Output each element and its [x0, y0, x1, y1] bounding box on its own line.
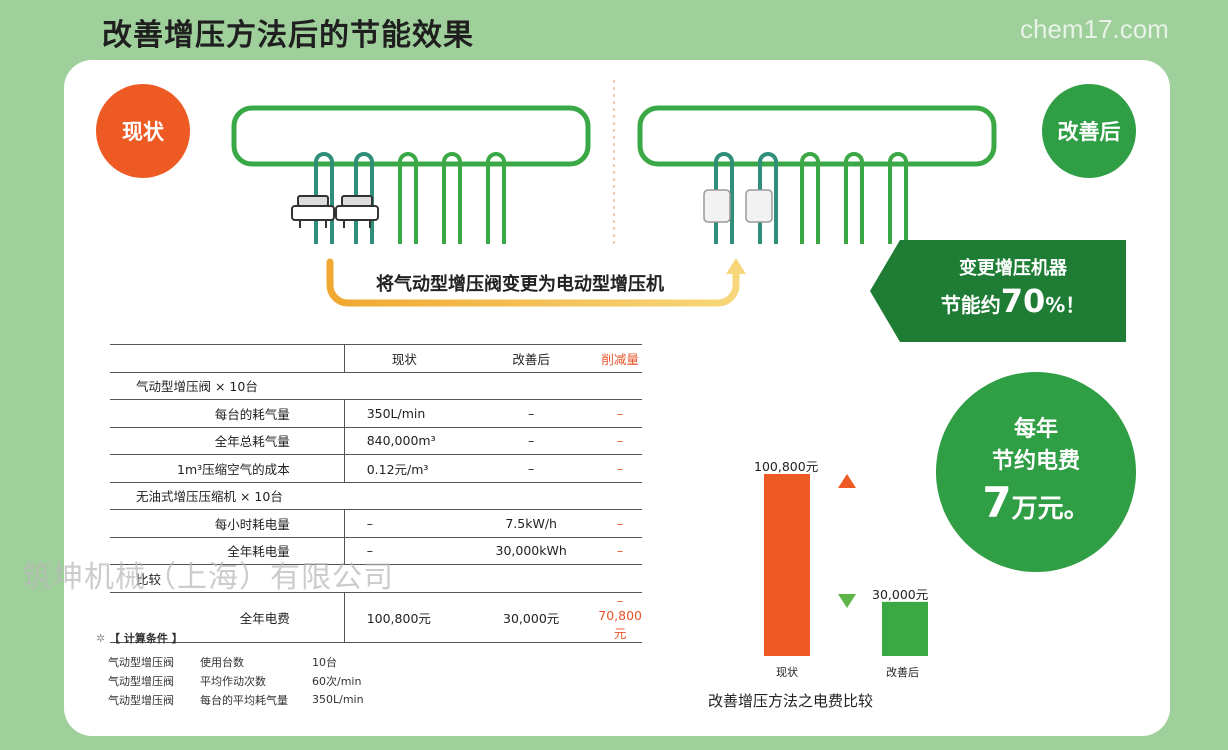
- value-cut: –: [617, 405, 624, 421]
- value-after: –: [528, 433, 535, 449]
- annual-savings-circle: 每年 节约电费 7万元。: [936, 372, 1136, 572]
- group-label: 无油式增压压缩机 × 10台: [136, 489, 283, 505]
- value-after: 30,000元: [503, 610, 560, 626]
- row-label: 全年总耗气量: [110, 427, 345, 455]
- value-after: –: [528, 460, 535, 476]
- savings-banner: 变更增压机器 节能约70%！: [908, 255, 1118, 323]
- conversion-arrow: [326, 258, 740, 307]
- banner-line1: 变更增压机器: [959, 258, 1067, 279]
- watermark-top: chem17.com: [1020, 14, 1169, 44]
- page-title: 改善增压方法后的节能效果: [102, 18, 474, 53]
- value-cut: –: [617, 515, 624, 531]
- value-now: 100,800元: [366, 610, 431, 626]
- header-pipe-now: [231, 105, 591, 167]
- value-now: 0.12元/m³: [366, 461, 429, 477]
- row-label: 全年电费: [110, 592, 345, 642]
- row-label: 每台的耗气量: [110, 399, 345, 427]
- table-row: 比较: [110, 565, 642, 592]
- header-now: 现状: [391, 351, 417, 367]
- drops-now: [314, 152, 506, 244]
- banner-line2: 节能约70%！: [940, 282, 1086, 320]
- savings-banner-shape: [870, 240, 1126, 342]
- value-now: –: [366, 515, 373, 531]
- row-label: 全年耗电量: [110, 537, 345, 565]
- table-row: 全年电费 100,800元 30,000元 –70,800元: [110, 592, 642, 642]
- value-now: 840,000m³: [366, 433, 436, 449]
- table-row: 无油式增压压缩机 × 10台: [110, 482, 642, 510]
- bar-category-label: 改善后: [886, 666, 919, 679]
- savings-line1: 每年: [1013, 417, 1058, 442]
- table-row: 每小时耗电量 – 7.5kW/h –: [110, 509, 642, 537]
- bar-data-label: 100,800元: [754, 459, 819, 474]
- gear-icon: ✲: [96, 632, 110, 645]
- pneumatic-booster-icon: [291, 195, 379, 228]
- badge-now: 现状: [96, 84, 190, 178]
- savings-line2: 节约电费: [991, 449, 1080, 474]
- value-after: 30,000kWh: [495, 543, 567, 559]
- header-cut: 削减量: [601, 351, 639, 367]
- conversion-arrowhead: [726, 258, 746, 274]
- bar-category-label: 现状: [776, 666, 798, 679]
- table-row: 气动型增压阀 × 10台: [110, 372, 642, 400]
- value-after: –: [528, 405, 535, 421]
- table-row: 1m³压缩空气的成本 0.12元/m³ – –: [110, 454, 642, 482]
- arrow-label: 将气动型增压阀变更为电动型增压机: [376, 274, 664, 295]
- row-label: 每小时耗电量: [110, 509, 345, 537]
- table-header-row: 现状 改善后 削减量: [110, 344, 642, 372]
- badge-after: 改善后: [1042, 84, 1136, 178]
- watermark-company: 筑坤机械（上海）有限公司: [22, 560, 394, 595]
- conditions-header: ✲ 【 计算条件 】: [96, 632, 183, 645]
- group-label: 气动型增压阀 × 10台: [136, 379, 258, 395]
- table-row: 全年总耗气量 840,000m³ – –: [110, 427, 642, 455]
- drops-after: [714, 152, 908, 244]
- value-cut: –70,800元: [598, 592, 642, 641]
- row-label: 1m³压缩空气的成本: [110, 454, 345, 482]
- table-row: 每台的耗气量 350L/min – –: [110, 399, 642, 427]
- value-cut: –: [617, 433, 624, 449]
- bar-1: [882, 601, 928, 656]
- chart-title: 改善增压方法之电费比较: [708, 692, 874, 710]
- value-now: –: [366, 543, 373, 559]
- value-cut: –: [617, 543, 624, 559]
- bar-chart: [764, 474, 928, 656]
- table-row: 全年耗电量 – 30,000kWh –: [110, 537, 642, 565]
- group-label: 比较: [136, 571, 162, 587]
- savings-value: 7万元。: [982, 478, 1090, 527]
- value-cut: –: [617, 460, 624, 476]
- value-now: 350L/min: [366, 405, 426, 421]
- bar-0: [764, 474, 810, 656]
- bar-data-label: 30,000元: [872, 586, 929, 602]
- value-after: 7.5kW/h: [505, 515, 557, 531]
- electric-booster-icon: [703, 189, 773, 223]
- header-after: 改善后: [512, 351, 550, 367]
